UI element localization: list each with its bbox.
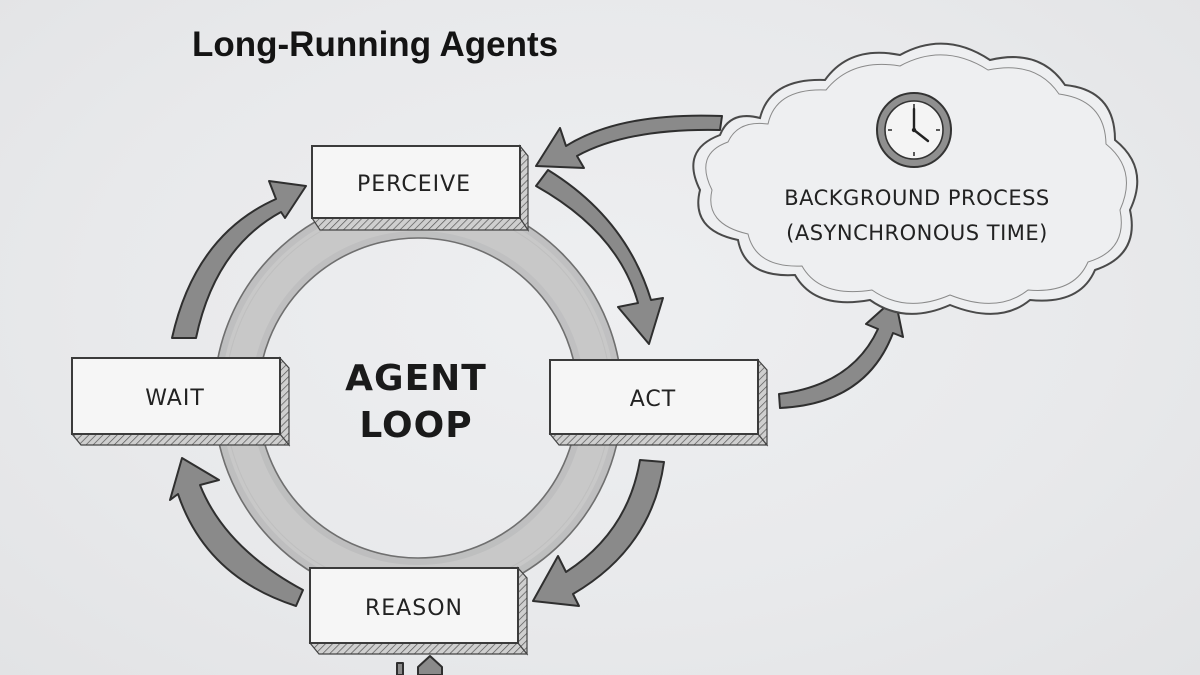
arrow-reason-to-wait	[169, 457, 304, 607]
stage-box-wait: WAIT	[70, 356, 291, 447]
agent-loop-label-line2: LOOP	[359, 405, 472, 446]
bottom-arrows-partial	[396, 655, 443, 675]
stage-box-reason: REASON	[308, 566, 529, 656]
stage-label-wait: WAIT	[145, 386, 205, 411]
stage-box-perceive: PERCEIVE	[310, 144, 530, 232]
stage-label-perceive: PERCEIVE	[357, 172, 471, 197]
arrow-cloud-to-perceive	[535, 114, 723, 169]
agent-loop-label-line1: AGENT	[345, 358, 487, 399]
stage-box-act: ACT	[548, 358, 769, 447]
background-process-cloud	[692, 42, 1139, 315]
clock-icon	[876, 92, 952, 168]
stage-label-reason: REASON	[365, 596, 463, 621]
diagram-title: Long-Running Agents	[192, 25, 558, 64]
arrow-act-to-reason	[532, 459, 665, 607]
cloud-label-line1: BACKGROUND PROCESS	[784, 186, 1050, 210]
stage-label-act: ACT	[630, 387, 676, 412]
arrow-wait-to-perceive	[171, 180, 307, 339]
arrow-act-to-cloud	[778, 297, 904, 409]
cloud-label-line2: (ASYNCHRONOUS TIME)	[786, 221, 1048, 245]
arrow-perceive-to-act	[535, 169, 664, 345]
